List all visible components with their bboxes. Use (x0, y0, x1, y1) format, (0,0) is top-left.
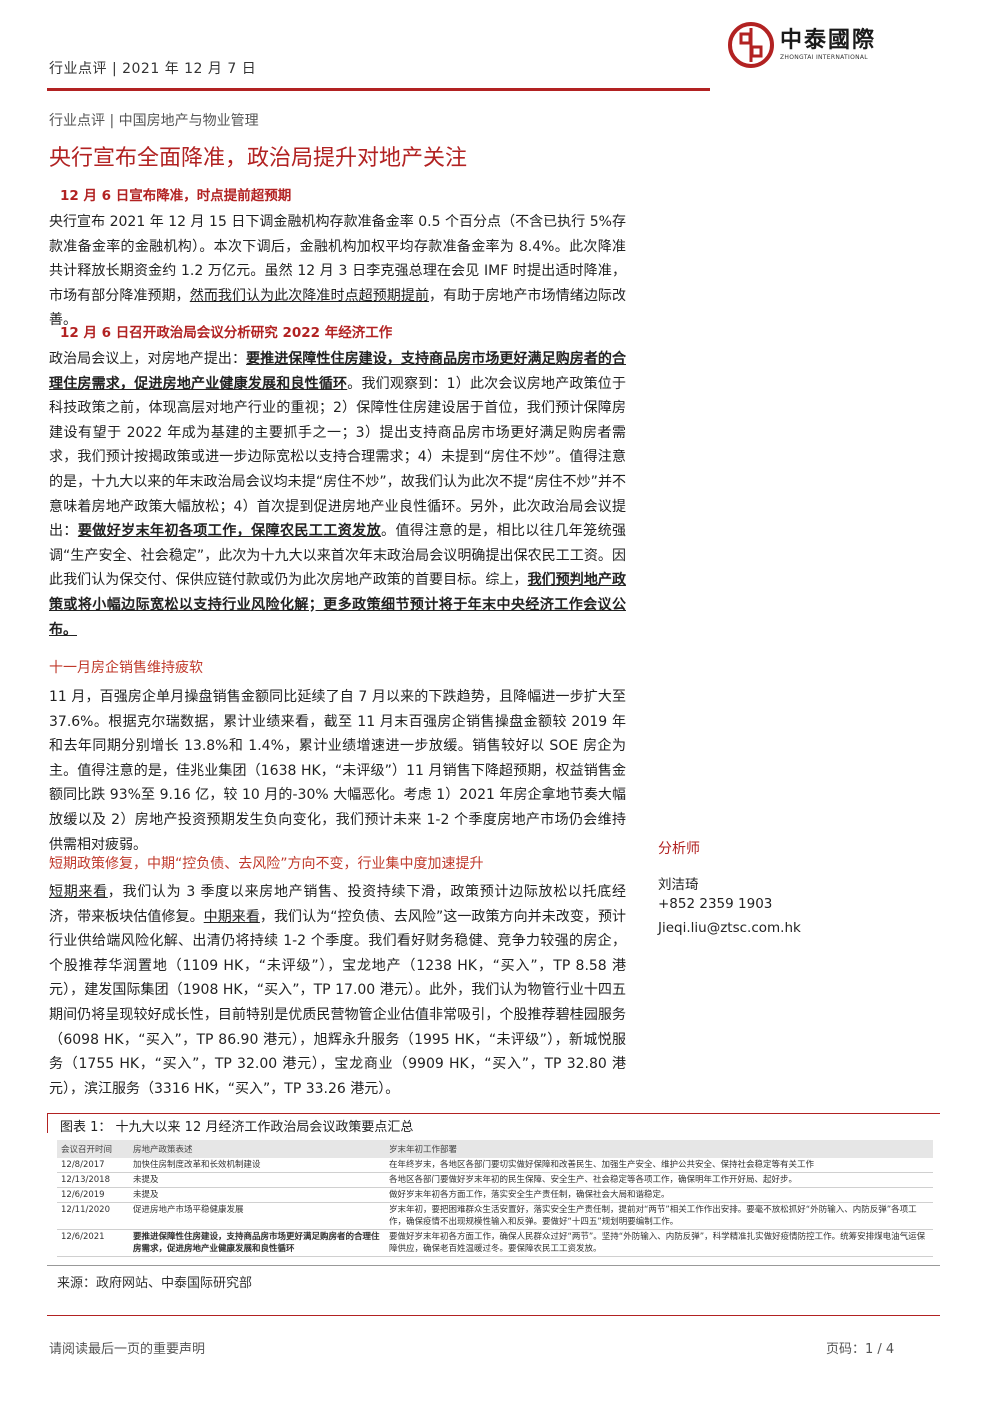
emphasis-text: 要做好岁末年初各项工作，保障农民工工资发放 (77, 523, 382, 540)
header-doc-type-date: 行业点评 | 2021 年 12 月 7 日 (49, 61, 257, 77)
section-heading-politburo: 12 月 6 日召开政治局会议分析研究 2022 年经济工作 (60, 325, 393, 341)
section-heading-policy-outlook: 短期政策修复，中期“控负债、去风险”方向不变，行业集中度加速提升 (49, 856, 484, 872)
table-row: 12/11/2020 促进房地产市场平稳健康发展 岁末年初，要把困难群众生活安置… (57, 1202, 933, 1230)
column-header: 会议召开时间 (57, 1140, 129, 1158)
column-header: 岁末年初工作部署 (385, 1140, 933, 1158)
table-row: 12/6/2019 未提及 做好岁末年初各方面工作，落实安全生产责任制，确保社会… (57, 1187, 933, 1203)
table-row: 12/13/2018 未提及 各地区各部门要做好岁末年初的民生保障、安全生产、社… (57, 1172, 933, 1188)
section-heading-sales: 十一月房企销售维持疲软 (49, 660, 203, 676)
source-divider (47, 1265, 940, 1266)
company-logo: 中泰國際 ZHONGTAI INTERNATIONAL (728, 22, 898, 68)
table-row: 12/6/2021 要推进保障性住房建设，支持商品房市场更好满足购房者的合理住房… (57, 1229, 933, 1257)
underlined-text: 然而我们认为此次降准时点超预期提前 (189, 287, 430, 304)
paragraph-sales: 11 月，百强房企单月操盘销售金额同比延续了自 7 月以来的下跌趋势，且降幅进一… (49, 689, 626, 853)
logo-english-name: ZHONGTAI INTERNATIONAL (780, 53, 868, 61)
table-source: 来源：政府网站、中泰国际研究部 (57, 1276, 253, 1291)
table-header-row: 会议召开时间 房地产政策表述 岁末年初工作部署 (57, 1140, 933, 1158)
paragraph-rrr-cut: 央行宣布 2021 年 12 月 15 日下调金融机构存款准备金率 0.5 个百… (49, 214, 627, 329)
analyst-name: 刘洁琦 (658, 877, 699, 893)
footer-disclaimer-note: 请阅读最后一页的重要声明 (49, 1342, 206, 1357)
analyst-label: 分析师 (658, 841, 700, 857)
report-category: 行业点评 | 中国房地产与物业管理 (49, 113, 259, 129)
section-heading-rrr-cut: 12 月 6 日宣布降准，时点提前超预期 (60, 188, 292, 204)
footer-divider (47, 1315, 940, 1316)
paragraph-politburo: 政治局会议上，对房地产提出：要推进保障性住房建设，支持商品房市场更好满足购房者的… (49, 351, 627, 638)
column-header: 房地产政策表述 (129, 1140, 385, 1158)
emphasis-text: 要推进保障性住房建设，支持商品房市场更好满足购房者的合理住房需求，促进房地产业健… (49, 351, 627, 392)
table-top-rule (47, 1113, 940, 1114)
page-title: 央行宣布全面降准，政治局提升对地产关注 (49, 146, 468, 171)
logo-chinese-name: 中泰國際 (780, 27, 877, 53)
analyst-phone: +852 2359 1903 (658, 896, 773, 912)
logo-emblem-icon (728, 22, 774, 68)
table-title: 图表 1： 十九大以来 12 月经济工作政治局会议政策要点汇总 (60, 1120, 414, 1135)
analyst-email[interactable]: Jieqi.liu@ztsc.com.hk (658, 920, 801, 936)
policy-summary-table: 会议召开时间 房地产政策表述 岁末年初工作部署 12/8/2017 加快住房制度… (57, 1140, 933, 1257)
header-divider (47, 88, 710, 91)
underlined-text: 短期来看 (49, 884, 108, 900)
table-row: 12/8/2017 加快住房制度改革和长效机制建设 在年终岁末，各地区各部门要切… (57, 1158, 933, 1173)
paragraph-policy-outlook: 短期来看，我们认为 3 季度以来房地产销售、投资持续下滑，政策预计边际放松以托底… (49, 884, 627, 1097)
table-left-rule (47, 1113, 48, 1133)
underlined-text: 中期来看 (203, 908, 260, 925)
emphasis-text: 我们预判地产政策或将小幅边际宽松以支持行业风险化解；更多政策细节预计将于年末中央… (49, 572, 627, 638)
page-number: 页码：1 / 4 (826, 1342, 895, 1357)
